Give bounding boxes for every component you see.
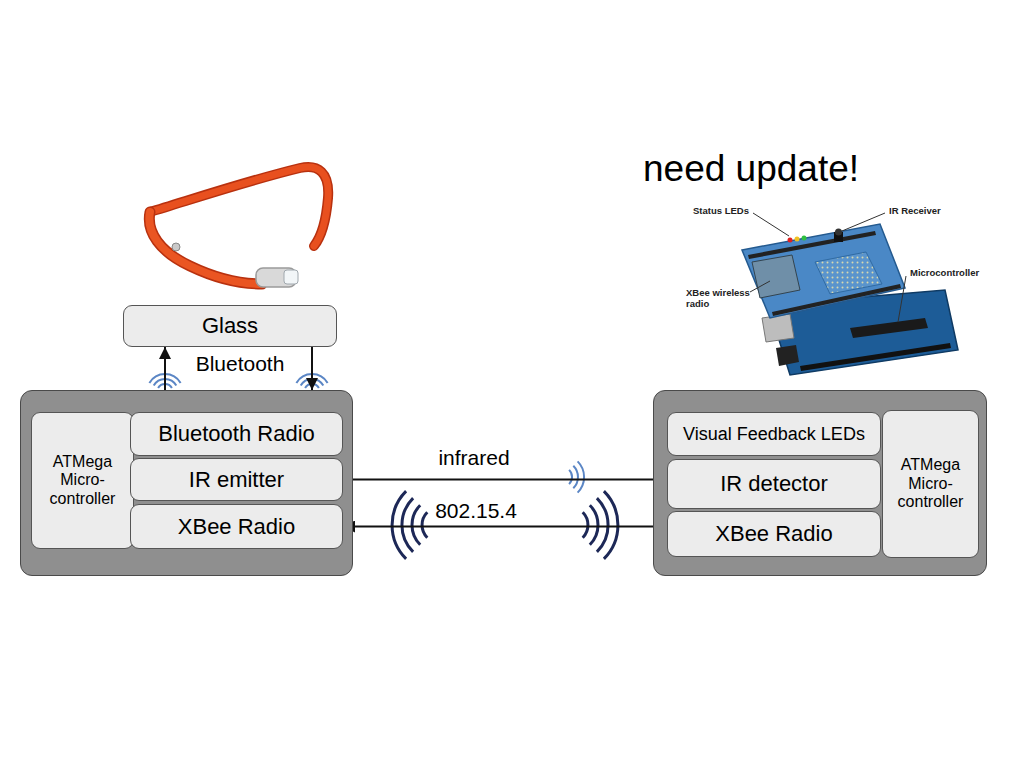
node-text: IR detector bbox=[720, 471, 828, 496]
connector-arrow bbox=[311, 347, 313, 390]
arduino-illustration bbox=[742, 213, 958, 375]
label-holder: infrared bbox=[438, 446, 509, 470]
wave-arc bbox=[412, 505, 420, 545]
wave-arc bbox=[578, 461, 584, 492]
bluetooth-waves bbox=[149, 374, 327, 388]
microcontroller-box: ATMega Micro- controller bbox=[882, 410, 979, 558]
wave-arc bbox=[604, 491, 618, 559]
status-led bbox=[802, 236, 807, 241]
wave-arc bbox=[422, 512, 427, 537]
wave-arc bbox=[590, 505, 598, 545]
connector-arrow bbox=[164, 347, 166, 390]
ir-receiver-dome bbox=[835, 229, 842, 236]
node-text: Glass bbox=[202, 313, 258, 338]
wave-arc bbox=[583, 512, 588, 537]
glass-illustration bbox=[149, 167, 328, 287]
hardware-panel: ATMega Micro- controller Bluetooth RadioI… bbox=[20, 390, 353, 576]
leader-line bbox=[750, 281, 770, 292]
connector-arrow bbox=[343, 479, 667, 481]
radio-box: XBee Radio bbox=[667, 511, 881, 557]
node-text: XBee Radio bbox=[178, 514, 295, 539]
status-led bbox=[788, 238, 793, 243]
edge-label: infrared bbox=[438, 446, 509, 470]
wave-arc bbox=[392, 491, 406, 559]
radio-waves bbox=[392, 491, 618, 559]
node-text: IR emitter bbox=[189, 467, 284, 492]
display-glass bbox=[284, 270, 298, 284]
device-box: Glass bbox=[123, 305, 337, 347]
connector-arrow bbox=[343, 526, 667, 528]
proto-area bbox=[815, 252, 882, 294]
callout-label: XBee wireless radio bbox=[686, 288, 761, 310]
link-label: Bluetooth bbox=[196, 352, 285, 376]
note-text: need update! bbox=[643, 148, 859, 191]
led-box: Visual Feedback LEDs bbox=[667, 412, 881, 456]
label-holder: Status LEDs bbox=[693, 206, 749, 217]
callout-label: Microcontroller bbox=[910, 268, 979, 279]
frame-front bbox=[149, 212, 262, 284]
callout-label: IR Receiver bbox=[889, 206, 941, 217]
shield-board bbox=[742, 224, 905, 318]
header-strip bbox=[748, 231, 876, 259]
frame-shadow bbox=[150, 167, 328, 246]
leader-line bbox=[898, 276, 906, 322]
node-text: Visual Feedback LEDs bbox=[683, 424, 865, 445]
node-text: Bluetooth Radio bbox=[158, 421, 315, 446]
status-led bbox=[795, 237, 800, 242]
header-strip bbox=[772, 284, 901, 316]
wave-arc bbox=[573, 466, 578, 489]
wave-arc bbox=[402, 498, 413, 552]
power-jack bbox=[776, 345, 799, 366]
radio-box: XBee Radio bbox=[130, 504, 343, 549]
usb-port bbox=[762, 314, 794, 342]
infrared-waves bbox=[569, 461, 584, 492]
microcontroller-chip bbox=[850, 318, 928, 338]
nose-pad bbox=[172, 243, 180, 251]
frame-arm bbox=[150, 167, 328, 246]
callout-label: Status LEDs bbox=[693, 206, 749, 217]
label-holder: 802.15.4 bbox=[435, 499, 517, 523]
label-holder: Microcontroller bbox=[910, 268, 979, 279]
edge-label: 802.15.4 bbox=[435, 499, 517, 523]
radio-box: Bluetooth Radio bbox=[130, 412, 343, 456]
label-holder: XBee wireless radio bbox=[686, 288, 761, 310]
node-text: ATMega Micro- controller bbox=[889, 456, 972, 511]
label-holder: Bluetooth bbox=[196, 352, 285, 376]
emitter-box: IR emitter bbox=[130, 458, 343, 501]
label-holder: need update! bbox=[643, 148, 859, 191]
header-strip bbox=[800, 343, 951, 371]
hardware-panel: Visual Feedback LEDs IR detectorXBee Radi… bbox=[653, 390, 987, 576]
wave-arc bbox=[597, 498, 608, 552]
xbee-module bbox=[752, 255, 800, 298]
detector-box: IR detector bbox=[667, 459, 881, 509]
leader-line bbox=[842, 213, 885, 231]
leader-line bbox=[753, 213, 789, 236]
label-holder: IR Receiver bbox=[889, 206, 941, 217]
node-text: ATMega Micro- controller bbox=[38, 453, 127, 508]
microcontroller-box: ATMega Micro- controller bbox=[31, 412, 134, 549]
frame-shadow bbox=[149, 212, 262, 284]
wave-arc bbox=[569, 470, 572, 484]
node-text: XBee Radio bbox=[715, 521, 832, 546]
